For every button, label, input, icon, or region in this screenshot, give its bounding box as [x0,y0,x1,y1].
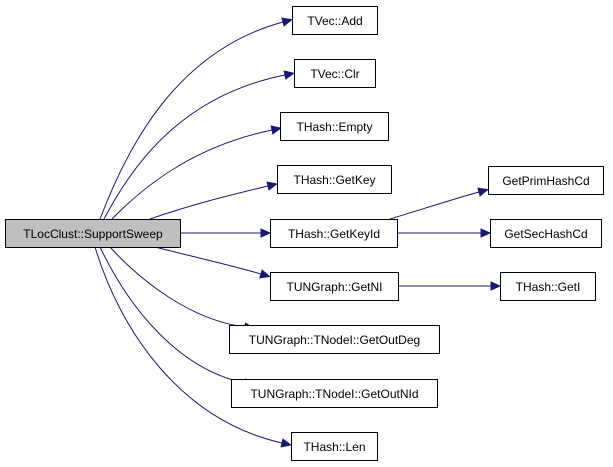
node-tungraph-tnodei-getoutdeg[interactable]: TUNGraph::TNodeI::GetOutDeg [229,325,440,354]
arrowhead-icon [270,125,283,135]
arrowhead-icon [477,187,489,197]
arrowhead-icon [259,269,271,279]
edge-line [94,246,283,444]
edge-root-to-node-5 [154,246,271,279]
node-box [270,219,398,248]
arrowhead-icon [266,181,278,191]
edge-root-to-node-2 [111,125,283,220]
edge-line [154,246,262,275]
node-label: THash::GetI [516,280,581,294]
node-getprimhashcd[interactable]: GetPrimHashCd [488,166,604,195]
edge-root-to-node-1 [103,70,296,220]
edge-node-4-to-node-10 [397,228,492,238]
arrowhead-icon [490,281,502,291]
node-label: GetSecHashCd [504,227,587,241]
node-box [490,219,602,248]
edge-line [103,74,286,220]
edge-root-to-node-6 [109,246,256,332]
edge-root-to-node-4 [180,228,272,238]
edge-line [99,21,284,220]
node-label: TLocClust::SupportSweep [23,227,163,241]
node-box [488,166,604,195]
root-node[interactable]: TLocClust::SupportSweep [5,219,181,248]
node-label: THash::Empty [296,120,372,134]
node-box [280,112,389,141]
node-tungraph-tnodei-getoutnid[interactable]: TUNGraph::TNodeI::GetOutNId [231,379,438,408]
node-label: TVec::Add [307,14,362,28]
node-box [277,165,392,194]
node-thash-getkeyid[interactable]: THash::GetKeyId [270,219,398,248]
edge-root-to-node-3 [149,181,278,220]
node-tvec-add[interactable]: TVec::Add [292,6,378,35]
arrowhead-icon [281,17,293,27]
node-tungraph-getni[interactable]: TUNGraph::GetNI [270,272,399,301]
node-getsechashcd[interactable]: GetSecHashCd [490,219,602,248]
node-label: TVec::Clr [310,67,359,81]
edge-root-to-node-7 [99,246,256,388]
node-label: TUNGraph::TNodeI::GetOutNId [250,387,418,401]
node-label: THash::GetKey [293,173,375,187]
node-box [270,272,399,301]
edge-line [149,185,269,220]
node-thash-empty[interactable]: THash::Empty [280,112,389,141]
node-box [291,432,378,461]
edge-root-to-node-8 [94,246,292,448]
edge-root-to-node-0 [99,17,293,220]
node-box [292,6,378,35]
edge-line [99,246,246,384]
node-label: TUNGraph::GetNI [286,280,382,294]
arrowhead-icon [480,228,492,238]
edge-node-4-to-node-9 [389,187,489,220]
node-tvec-clr[interactable]: TVec::Clr [294,59,376,88]
node-label: GetPrimHashCd [502,174,589,188]
edge-node-5-to-node-11 [398,281,502,291]
edge-line [109,246,246,328]
arrowhead-icon [260,228,272,238]
node-thash-getkey[interactable]: THash::GetKey [277,165,392,194]
node-thash-geti[interactable]: THash::GetI [500,272,596,301]
arrowhead-icon [283,70,296,80]
node-thash-len[interactable]: THash::Len [291,432,378,461]
node-box [294,59,376,88]
node-box [229,325,440,354]
edge-line [389,191,480,220]
node-label: THash::GetKeyId [288,227,380,241]
node-box [5,219,181,248]
node-label: TUNGraph::TNodeI::GetOutDeg [249,333,420,347]
node-box [500,272,596,301]
edge-line [111,129,273,220]
arrowhead-icon [280,438,292,448]
node-box [231,379,438,408]
node-label: THash::Len [303,440,365,454]
